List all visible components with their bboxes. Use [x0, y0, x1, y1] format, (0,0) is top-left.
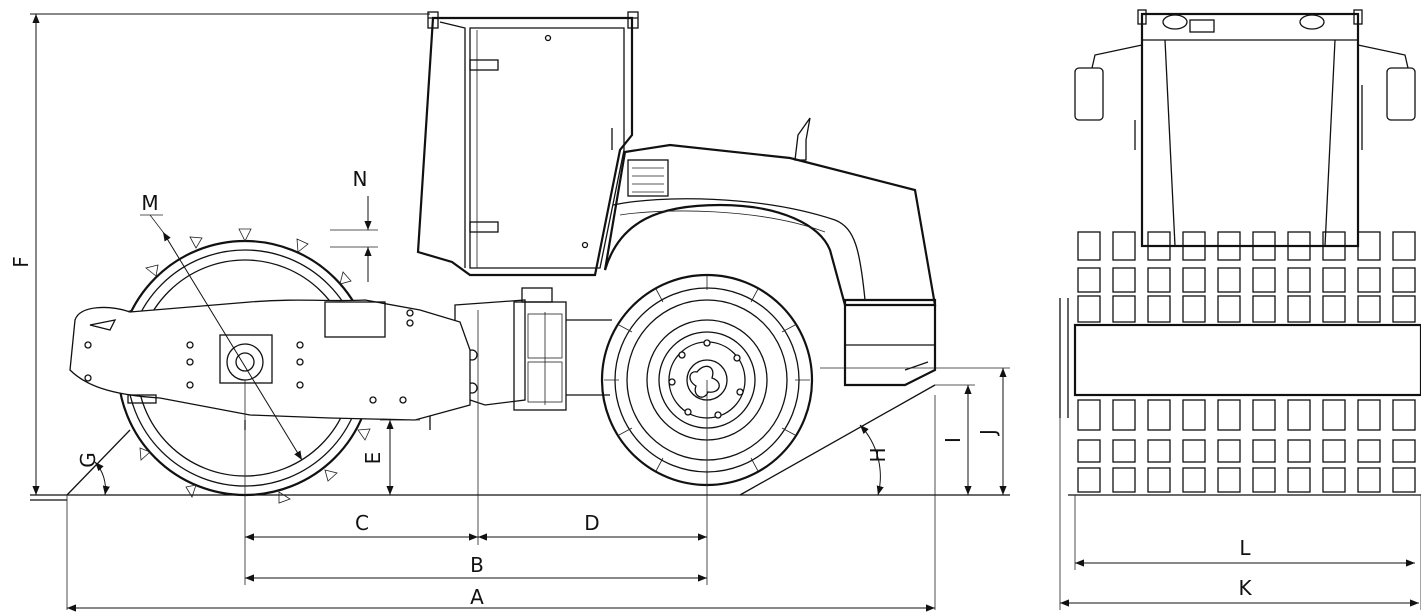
label-a: A [470, 585, 484, 609]
label-b: B [470, 553, 484, 577]
drum-front [1059, 231, 1421, 493]
label-h: H [866, 447, 890, 462]
cab [416, 11, 639, 277]
label-i: I [941, 437, 965, 443]
label-e: E [361, 452, 385, 465]
label-k: K [1238, 576, 1252, 600]
cab-front [1074, 9, 1416, 248]
front-view: L K [1059, 9, 1421, 610]
side-view: F M N E G H I J [9, 11, 1010, 612]
label-n: N [353, 167, 368, 191]
label-d: D [584, 511, 599, 535]
label-g: G [76, 452, 100, 468]
label-j: J [976, 429, 1000, 437]
label-m: M [141, 191, 158, 215]
rear-chassis [843, 298, 937, 387]
engine-hood [603, 117, 937, 307]
drum-frame [69, 299, 471, 430]
label-f: F [9, 256, 33, 268]
drum-pad-grid [1077, 231, 1416, 493]
label-l: L [1239, 536, 1251, 560]
label-c: C [355, 511, 369, 535]
